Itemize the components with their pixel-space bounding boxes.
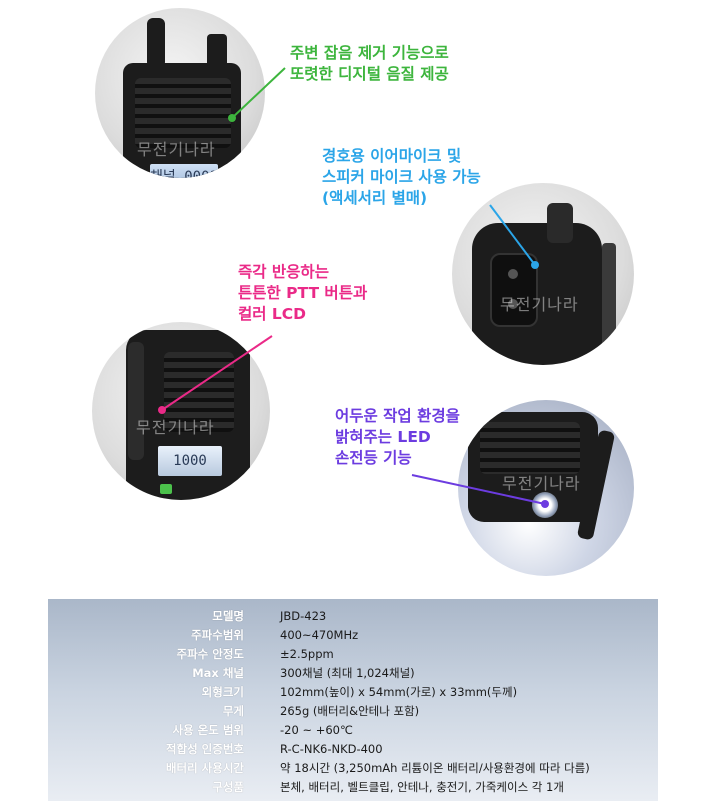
spec-row: Max 채널 300채널 (최대 1,024채널) [48, 663, 658, 682]
feature-caption-noise: 주변 잡음 제거 기능으로 또렷한 디지털 음질 제공 [290, 43, 449, 85]
feature-caption-ptt: 즉각 반응하는 튼튼한 PTT 버튼과 컬러 LCD [238, 262, 367, 325]
radio-antenna [147, 18, 165, 68]
spec-value: 265g (배터리&안테나 포함) [280, 703, 420, 718]
watermark: 무전기나라 [136, 418, 215, 437]
radio-speaker-photo: 채널 0001 무전기나라 [95, 8, 265, 178]
watermark: 무전기나라 [502, 474, 581, 493]
green-key [160, 484, 172, 494]
caption-line: 어두운 작업 환경을 [335, 407, 460, 425]
spec-label: 주파수범위 [191, 627, 244, 642]
spec-value: 약 18시간 (3,250mAh 리튬이온 배터리/사용환경에 따라 다름) [280, 760, 590, 775]
led-flashlight-photo: 무전기나라 [458, 400, 634, 576]
jack-hole [508, 269, 518, 279]
jack-hole [508, 299, 518, 309]
spec-value: JBD-423 [280, 608, 327, 623]
spec-row: 배터리 사용시간 약 18시간 (3,250mAh 리튬이온 배터리/사용환경에… [48, 758, 658, 777]
ptt-button-photo: 1000 무전기나라 [92, 322, 270, 500]
watermark: 무전기나라 [500, 295, 579, 314]
spec-row: 사용 온도 범위 -20 ~ +60℃ [48, 720, 658, 739]
spec-value: R-C-NK6-NKD-400 [280, 741, 383, 756]
spec-label: 적합성 인증번호 [165, 741, 244, 756]
spec-value: -20 ~ +60℃ [280, 722, 353, 737]
lcd-screen: 1000 [158, 446, 222, 476]
spec-label: 모델명 [212, 608, 244, 623]
spec-label: Max 채널 [192, 665, 244, 680]
spec-label: 주파수 안정도 [176, 646, 244, 661]
radio-knob [547, 203, 573, 243]
spec-row: 무게 265g (배터리&안테나 포함) [48, 701, 658, 720]
ptt-button [128, 342, 144, 460]
caption-line: 손전등 기능 [335, 449, 412, 467]
spec-row: 외형크기 102mm(높이) x 54mm(가로) x 33mm(두께) [48, 682, 658, 701]
spec-value: 102mm(높이) x 54mm(가로) x 33mm(두께) [280, 684, 518, 699]
caption-line: (액세서리 별매) [322, 189, 428, 207]
lcd-screen: 채널 0001 [150, 164, 218, 178]
earmic-jack-photo: 무전기나라 [452, 183, 634, 365]
spec-label: 구성품 [212, 779, 244, 794]
spec-label: 배터리 사용시간 [165, 760, 244, 775]
spec-row: 적합성 인증번호 R-C-NK6-NKD-400 [48, 739, 658, 758]
speaker-grille [480, 422, 580, 474]
spec-value: ±2.5ppm [280, 646, 334, 661]
caption-line: 스피커 마이크 사용 가능 [322, 168, 481, 186]
feature-caption-led: 어두운 작업 환경을 밝혀주는 LED 손전등 기능 [335, 406, 460, 469]
feature-caption-earmic: 경호용 이어마이크 및 스피커 마이크 사용 가능 (액세서리 별매) [322, 146, 481, 209]
spec-label: 무게 [222, 703, 244, 718]
spec-row: 주파수범위 400~470MHz [48, 625, 658, 644]
spec-value: 400~470MHz [280, 627, 359, 642]
caption-line: 튼튼한 PTT 버튼과 [238, 284, 368, 302]
spec-row: 모델명 JBD-423 [48, 606, 658, 625]
spec-label: 사용 온도 범위 [172, 722, 245, 737]
spec-row: 주파수 안정도 ±2.5ppm [48, 644, 658, 663]
caption-line: 주변 잡음 제거 기능으로 [290, 44, 449, 62]
caption-line: 경호용 이어마이크 및 [322, 147, 462, 165]
caption-line: 컬러 LCD [238, 305, 307, 323]
led-light [532, 492, 558, 518]
accessory-jack [490, 253, 538, 327]
spec-label: 외형크기 [201, 684, 244, 699]
speaker-grille [135, 78, 231, 148]
belt-clip [602, 243, 616, 365]
caption-line: 또렷한 디지털 음질 제공 [290, 65, 449, 83]
radio-knob [207, 34, 227, 68]
watermark: 무전기나라 [137, 140, 216, 159]
caption-line: 즉각 반응하는 [238, 263, 329, 281]
caption-line: 밝혀주는 LED [335, 428, 431, 446]
spec-value: 본체, 배터리, 벨트클립, 안테나, 충전기, 가죽케이스 각 1개 [280, 779, 564, 794]
spec-row: 구성품 본체, 배터리, 벨트클립, 안테나, 충전기, 가죽케이스 각 1개 [48, 777, 658, 796]
spec-value: 300채널 (최대 1,024채널) [280, 665, 415, 680]
spec-table: 모델명 JBD-423 주파수범위 400~470MHz 주파수 안정도 ±2.… [48, 599, 658, 801]
